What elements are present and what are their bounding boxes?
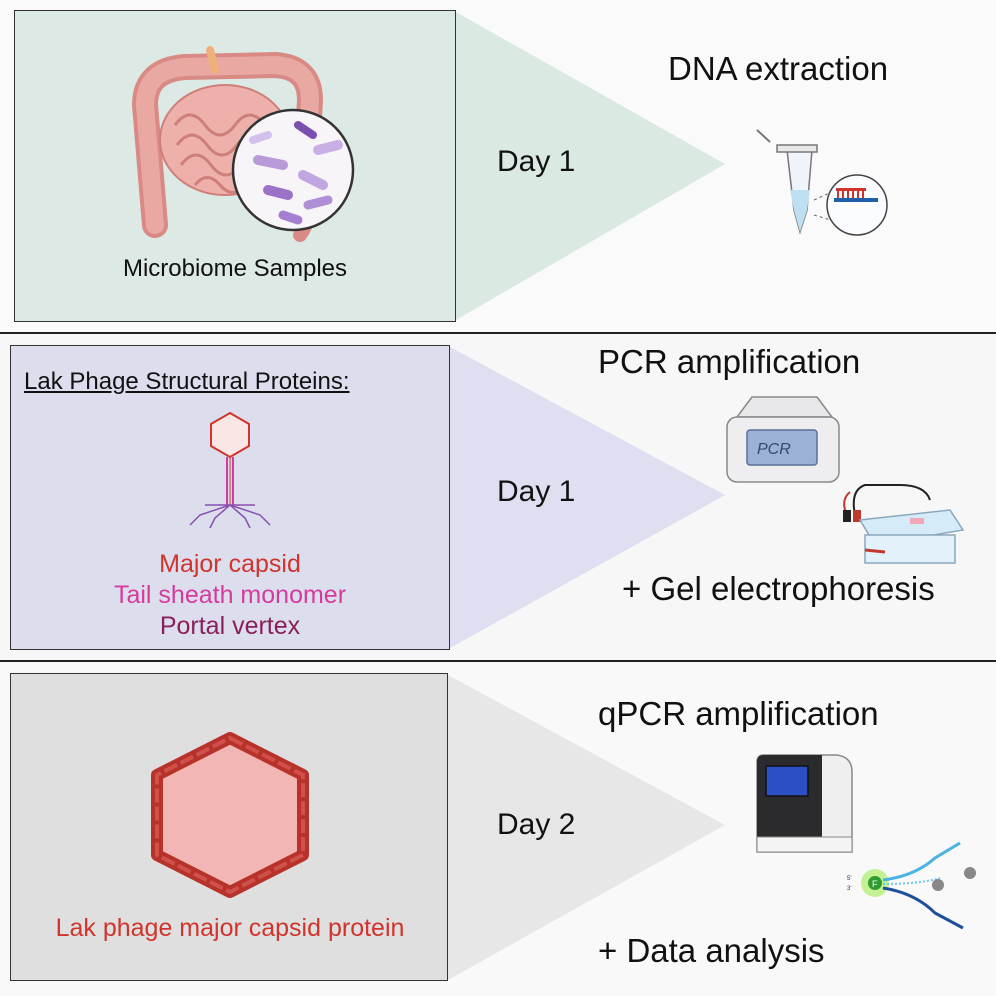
- gel-box-icon: [843, 484, 965, 564]
- capsid-protein-label: Lak phage major capsid protein: [55, 914, 405, 942]
- funnel-row3: [448, 675, 725, 980]
- microbiome-samples-label: Microbiome Samples: [122, 255, 348, 282]
- step-dna-extraction: DNA extraction: [668, 50, 889, 87]
- protein-tail-sheath: Tail sheath monomer: [113, 581, 347, 609]
- pcr-machine-icon: PCR: [726, 396, 840, 483]
- step-qpcr-amplification: qPCR amplification: [598, 695, 879, 732]
- phage-icon: [189, 411, 271, 529]
- qpcr-machine-icon: [756, 754, 853, 853]
- step-gel-electrophoresis: + Gel electrophoresis: [622, 570, 935, 607]
- step-data-analysis: + Data analysis: [598, 932, 825, 969]
- day-label-3: Day 2: [497, 808, 576, 841]
- row-divider: [0, 332, 996, 334]
- protein-portal-vertex: Portal vertex: [159, 612, 301, 640]
- bacteria-magnifier-icon: [231, 108, 355, 232]
- fluorophore-label: F: [872, 879, 878, 889]
- qpcr-probe-icon: F 5' 3': [847, 841, 976, 930]
- row-divider: [0, 660, 996, 662]
- step-pcr-amplification: PCR amplification: [598, 343, 861, 380]
- protein-major-capsid: Major capsid: [159, 550, 301, 578]
- five-prime-label: 5': [847, 876, 851, 882]
- day-label-1: Day 1: [497, 145, 576, 178]
- funnel-row2: [450, 347, 725, 648]
- three-prime-label: 3': [847, 886, 851, 892]
- capsid-hexagon-icon: [151, 732, 309, 898]
- pcr-screen-text: PCR: [757, 441, 791, 458]
- day-label-2: Day 1: [497, 475, 576, 508]
- funnel-row1: [456, 12, 725, 320]
- phage-proteins-title: Lak Phage Structural Proteins:: [24, 368, 350, 395]
- tube-dna-icon: [756, 129, 888, 236]
